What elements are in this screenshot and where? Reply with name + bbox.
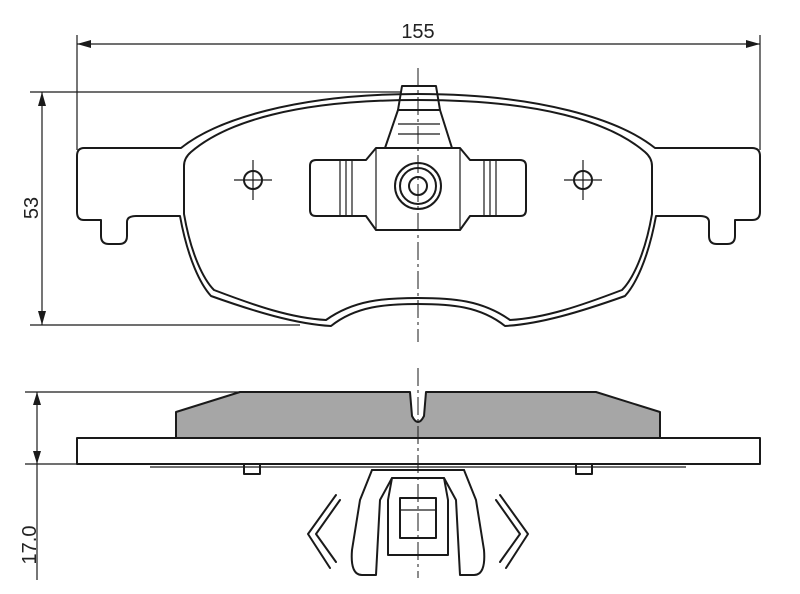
thickness-dimension: 17.0 [19,391,240,580]
height-label: 53 [21,197,43,219]
friction-material-section [175,391,661,439]
arrowhead-right-icon [746,40,760,48]
arrowhead-down-icon [33,451,41,464]
left-hole [234,160,272,200]
top-center-tab [384,85,453,149]
side-view [76,368,761,578]
right-hole [564,160,602,200]
height-dimension: 53 [21,91,400,326]
center-clip [309,147,527,231]
width-dimension: 155 [76,21,761,150]
arrowhead-left-icon [77,40,91,48]
friction-pad-outline [183,99,653,321]
thickness-label: 17.0 [19,526,41,565]
arrowhead-up-icon [33,392,41,405]
width-label: 155 [401,21,434,43]
arrowhead-down-icon [38,311,46,325]
arrowhead-up-icon [38,92,46,106]
